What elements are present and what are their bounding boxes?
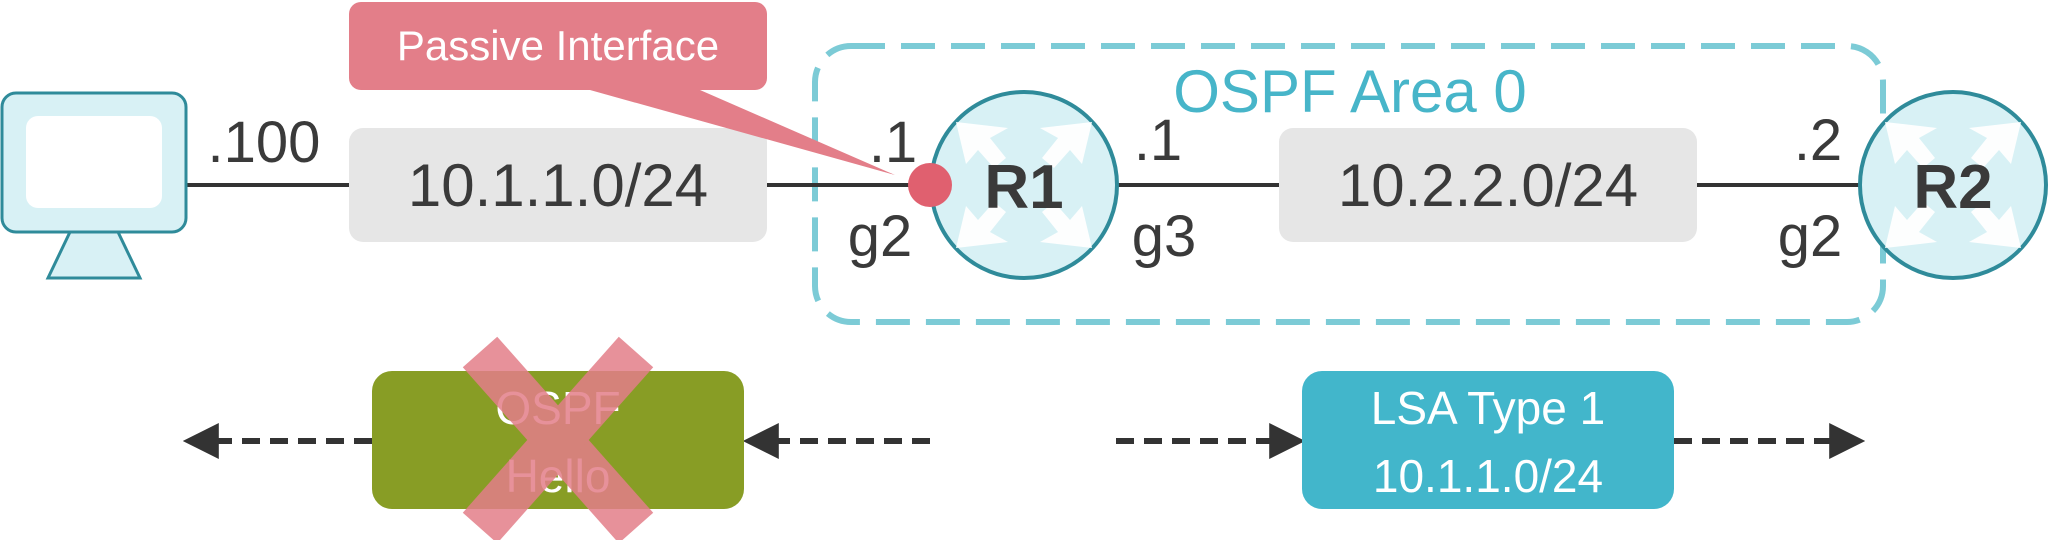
r1-left-interface-label: g2 [848,204,913,269]
router-r2-icon: R2 [1858,90,2048,280]
blocked-x-icon [462,336,654,540]
router-r2-name: R2 [1913,153,1992,222]
lsa-type1-line1: LSA Type 1 [1371,382,1605,434]
subnet-left-label: 10.1.1.0/24 [408,152,708,219]
passive-interface-label: Passive Interface [397,22,719,69]
ospf-area-label: OSPF Area 0 [1173,58,1527,125]
r2-interface-label: g2 [1778,204,1843,269]
router-r1-name: R1 [984,153,1063,222]
subnet-right: 10.2.2.0/24 [1279,128,1697,242]
r2-ip-label: .2 [1794,108,1842,173]
pc-icon [0,91,188,280]
subnet-left: 10.1.1.0/24 [349,128,767,242]
r1-right-interface-label: g3 [1132,204,1197,269]
passive-interface-dot [908,163,952,207]
pc-ip-label: .100 [208,110,321,175]
r1-right-ip-label: .1 [1134,108,1182,173]
r1-left-ip-label: .1 [869,110,917,175]
lsa-type1-line2: 10.1.1.0/24 [1373,450,1603,502]
subnet-right-label: 10.2.2.0/24 [1338,152,1638,219]
passive-interface-callout: Passive Interface [349,2,895,175]
router-r1-icon: R1 [929,90,1119,280]
lsa-type1-box: LSA Type 1 10.1.1.0/24 [1302,371,1674,509]
